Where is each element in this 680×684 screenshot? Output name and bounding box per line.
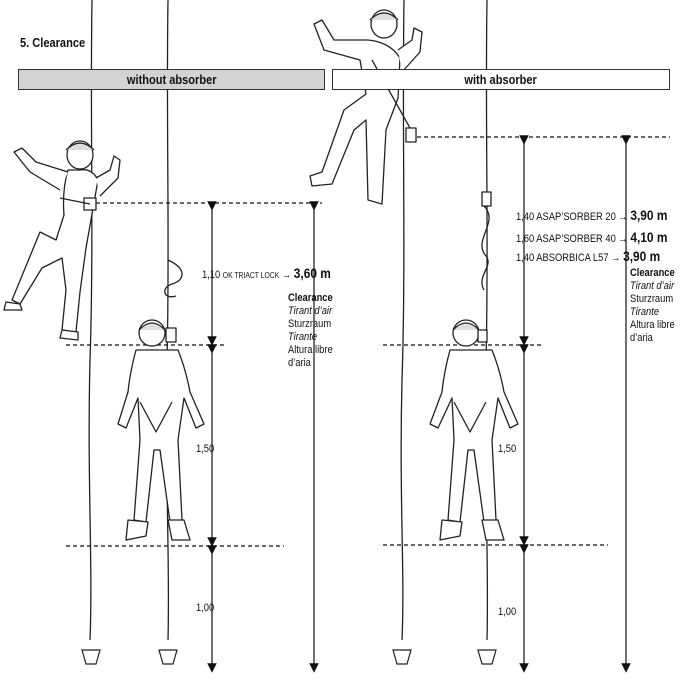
absorber-arrow: → [611,252,621,264]
left-margin-label: 1,00 [196,602,215,614]
absorber-length: 1,40 [516,252,535,264]
absorber-total: 3,90 m [630,207,668,223]
header-with-absorber: with absorber [332,69,670,90]
left-arrow: → [281,269,292,281]
absorber-total: 3,90 m [623,248,661,264]
right-body-label: 1,50 [498,443,517,455]
rope-left-1 [88,0,93,641]
absorber-total: 4,10 m [630,229,668,245]
climber-right-stopped [429,191,519,541]
right-term-it-1: Altura libre [630,319,675,331]
absorber-name: ASAP’SORBER 20 [536,211,616,223]
left-fall-value: 1,10 [202,269,221,281]
rope-right-1 [400,0,405,641]
weight-3 [392,649,412,665]
section-title: 5. Clearance [20,35,86,50]
climber-right-falling [309,9,423,205]
dimension-arrows [207,135,631,673]
right-term-en: Clearance [630,267,675,279]
right-term-es: Tirante [630,306,660,318]
right-margin-label: 1,00 [498,606,517,618]
absorber-row: 1,40 ABSORBICA L57 → 3,90 m [516,249,660,265]
left-term-de: Sturzraum [288,318,332,330]
left-total-value: 3,60 m [293,265,331,281]
right-term-fr: Tirant d’air [630,280,675,292]
left-term-it-2: d’aria [288,357,311,369]
left-term-fr: Tirant d’air [288,305,333,317]
right-term-de: Sturzraum [630,293,674,305]
absorber-name: ABSORBICA L57 [536,252,609,264]
weight-1 [81,649,101,665]
weight-2 [158,649,178,665]
rope-weights [81,649,497,665]
left-device-name: OK TRIACT LOCK [222,271,280,280]
weight-4 [477,649,497,665]
left-term-it-1: Altura libre [288,344,333,356]
header-with-absorber-label: with absorber [464,72,538,87]
header-without-absorber-label: without absorber [126,72,217,87]
rope-left-2 [165,0,170,641]
absorber-arrow: → [618,211,628,223]
absorber-name: ASAP’SORBER 40 [536,233,616,245]
absorber-length: 1,40 [516,211,535,223]
absorber-arrow: → [618,233,628,245]
left-term-en: Clearance [288,292,333,304]
absorber-row: 1,40 ASAP’SORBER 20 → 3,90 m [516,208,667,224]
rope-right-2 [484,0,489,641]
left-body-label: 1,50 [196,443,215,455]
absorber-length: 1,60 [516,233,535,245]
absorber-row: 1,60 ASAP’SORBER 40 → 4,10 m [516,230,667,246]
climber-left-falling [3,140,121,341]
left-term-es: Tirante [288,331,318,343]
header-without-absorber: without absorber [18,69,325,90]
left-fall-label: 1,10 OK TRIACT LOCK → 3,60 m [202,266,331,283]
right-term-it-2: d’aria [630,332,653,344]
climber-left-stopped [117,259,205,541]
